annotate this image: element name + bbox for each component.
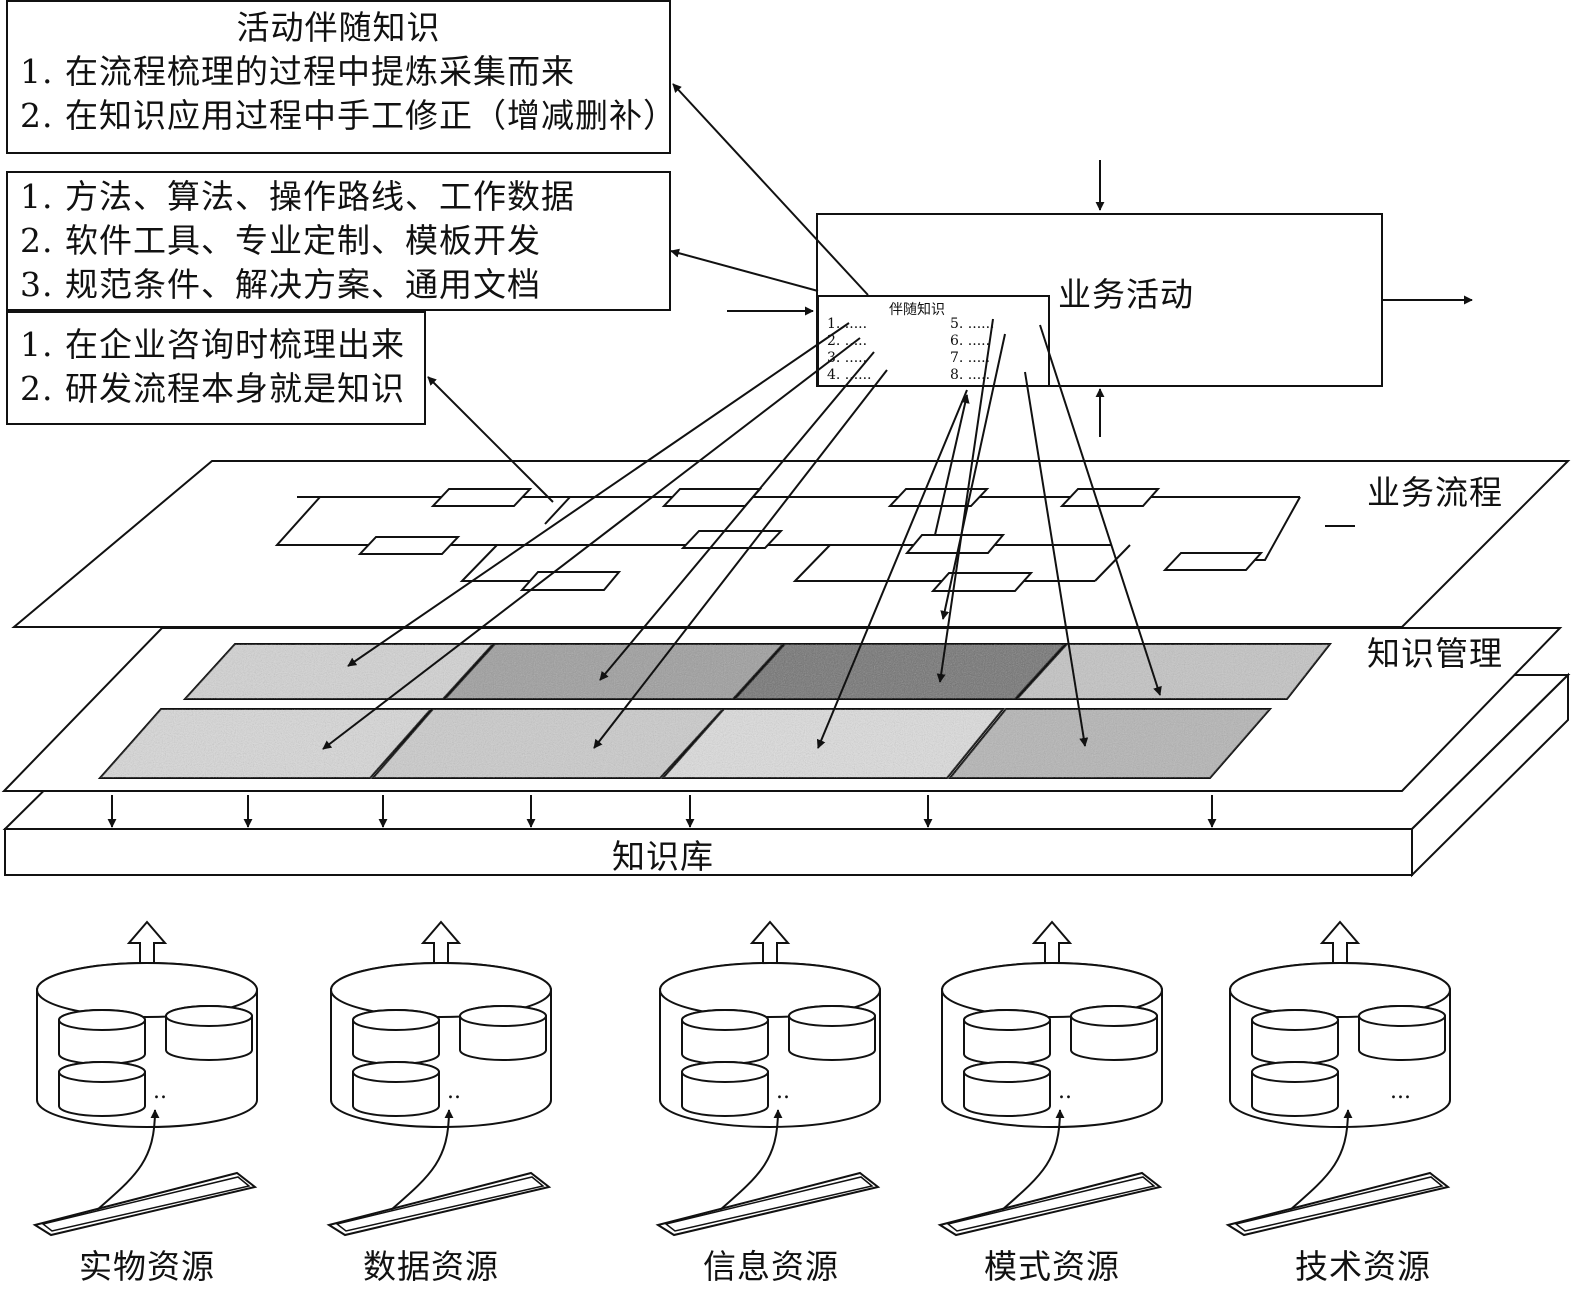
resource-label: 技术资源 bbox=[1295, 1247, 1431, 1286]
method-knowledge-line-1: 1. 方法、算法、操作路线、工作数据 bbox=[20, 177, 575, 216]
up-arrow-icon bbox=[420, 920, 462, 966]
process-step bbox=[1162, 552, 1264, 571]
sub-database-icon-top bbox=[681, 1061, 769, 1083]
sub-database-icon-top bbox=[58, 1061, 146, 1083]
resource-slab-icon bbox=[655, 1171, 881, 1237]
method-knowledge-line-3: 3. 规范条件、解决方案、通用文档 bbox=[20, 265, 541, 304]
sub-database-icon-top bbox=[963, 1009, 1051, 1031]
process-step-boxes bbox=[357, 488, 1264, 592]
method-knowledge-line-2: 2. 软件工具、专业定制、模板开发 bbox=[20, 221, 541, 260]
resource-database-icon-top bbox=[1229, 962, 1451, 1018]
info-arrows bbox=[427, 83, 869, 503]
knowledge-link-arrows bbox=[322, 318, 1162, 750]
companion-knowledge-inset bbox=[817, 295, 1050, 387]
resource-input-arrow bbox=[719, 1109, 783, 1211]
sub-database-icon-top bbox=[352, 1009, 440, 1031]
resource-slab-icon bbox=[326, 1171, 552, 1237]
resource-database-icon-top bbox=[36, 962, 258, 1018]
process-knowledge-box: 1. 在企业咨询时梳理出来 2. 研发流程本身就是知识 bbox=[6, 311, 426, 425]
process-step bbox=[1059, 488, 1161, 507]
process-step bbox=[661, 488, 763, 507]
more-dots: .. bbox=[153, 1079, 167, 1104]
resource-slab-icon bbox=[937, 1171, 1163, 1237]
resource-slab-inner bbox=[664, 1176, 874, 1232]
sub-database-icon-top bbox=[1358, 1005, 1446, 1027]
sub-database-icon-top bbox=[1251, 1061, 1339, 1083]
sub-database-icon-top bbox=[963, 1061, 1051, 1083]
kb-down-arrows bbox=[107, 795, 1217, 828]
process-step bbox=[519, 571, 622, 591]
knowledge-management-label: 知识管理 bbox=[1367, 634, 1503, 673]
companion-item: 8. ..... bbox=[950, 367, 991, 383]
process-step bbox=[887, 488, 990, 507]
activity-io-arrows bbox=[727, 160, 1473, 437]
process-knowledge-line-1: 1. 在企业咨询时梳理出来 bbox=[20, 325, 405, 364]
companion-item: 4. ...... bbox=[827, 367, 872, 383]
sub-database-icon-top bbox=[681, 1009, 769, 1031]
activity-knowledge-box: 活动伴随知识 1. 在流程梳理的过程中提炼采集而来 2. 在知识应用过程中手工修… bbox=[6, 0, 677, 154]
resource-groups: ........... bbox=[32, 920, 1451, 1237]
more-dots: .. bbox=[1058, 1079, 1072, 1104]
sub-database-icon-top bbox=[165, 1005, 253, 1027]
resource-slab-inner bbox=[1234, 1176, 1444, 1232]
companion-knowledge-title: 伴随知识 bbox=[889, 302, 945, 318]
resource-input-arrow bbox=[1001, 1109, 1065, 1211]
resource-slab-inner bbox=[946, 1176, 1156, 1232]
companion-item: 7. ..... bbox=[950, 350, 991, 366]
knowledge-base-label: 知识库 bbox=[612, 837, 714, 876]
activity-knowledge-line-1: 1. 在流程梳理的过程中提炼采集而来 bbox=[20, 52, 575, 91]
resource-input-arrow bbox=[390, 1109, 454, 1211]
more-dots: .. bbox=[776, 1079, 790, 1104]
resource-database-icon-top bbox=[330, 962, 552, 1018]
resource-label: 数据资源 bbox=[363, 1247, 499, 1286]
resource-input-arrow bbox=[1289, 1109, 1353, 1211]
up-arrow-icon bbox=[1031, 920, 1073, 966]
resource-slab-icon bbox=[32, 1171, 258, 1237]
process-knowledge-line-2: 2. 研发流程本身就是知识 bbox=[20, 369, 405, 408]
companion-item: 1. ..... bbox=[827, 316, 868, 332]
sub-database-icon-top bbox=[352, 1061, 440, 1083]
resource-label: 信息资源 bbox=[703, 1247, 839, 1286]
more-dots: ... bbox=[1390, 1079, 1411, 1104]
sub-database-icon-top bbox=[788, 1005, 876, 1027]
process-step bbox=[930, 572, 1034, 592]
up-arrow-icon bbox=[749, 920, 791, 966]
up-arrow-icon bbox=[126, 920, 168, 966]
up-arrow-icon bbox=[1319, 920, 1361, 966]
business-activity-label: 业务活动 bbox=[1058, 275, 1194, 314]
companion-item: 6. ..... bbox=[950, 333, 991, 349]
activity-knowledge-title: 活动伴随知识 bbox=[236, 8, 441, 47]
more-dots: .. bbox=[447, 1079, 461, 1104]
process-step bbox=[357, 536, 461, 555]
resource-database-icon-top bbox=[941, 962, 1163, 1018]
companion-item: 3. ..... bbox=[827, 350, 868, 366]
resource-label: 实物资源 bbox=[79, 1247, 215, 1286]
companion-item: 5. ...... bbox=[950, 316, 995, 332]
sub-database-icon-top bbox=[1251, 1009, 1339, 1031]
sub-database-icon-top bbox=[1070, 1005, 1158, 1027]
process-step bbox=[430, 488, 533, 507]
resource-input-arrow bbox=[96, 1109, 160, 1211]
tile-grain-overlay bbox=[100, 644, 1330, 778]
resource-label: 模式资源 bbox=[984, 1247, 1120, 1286]
resource-database-icon-top bbox=[659, 962, 881, 1018]
sub-database-icon-top bbox=[58, 1009, 146, 1031]
resource-slab-inner bbox=[335, 1176, 545, 1232]
business-process-label: 业务流程 bbox=[1367, 473, 1503, 512]
companion-item: 2. ..... bbox=[827, 333, 868, 349]
resource-slab-inner bbox=[41, 1176, 251, 1232]
process-step bbox=[904, 534, 1006, 554]
process-step bbox=[680, 530, 784, 549]
activity-knowledge-line-2: 2. 在知识应用过程中手工修正（增减删补） bbox=[20, 96, 677, 135]
resource-slab-icon bbox=[1225, 1171, 1451, 1237]
sub-database-icon-top bbox=[459, 1005, 547, 1027]
method-knowledge-box: 1. 方法、算法、操作路线、工作数据 2. 软件工具、专业定制、模板开发 3. … bbox=[6, 171, 671, 311]
